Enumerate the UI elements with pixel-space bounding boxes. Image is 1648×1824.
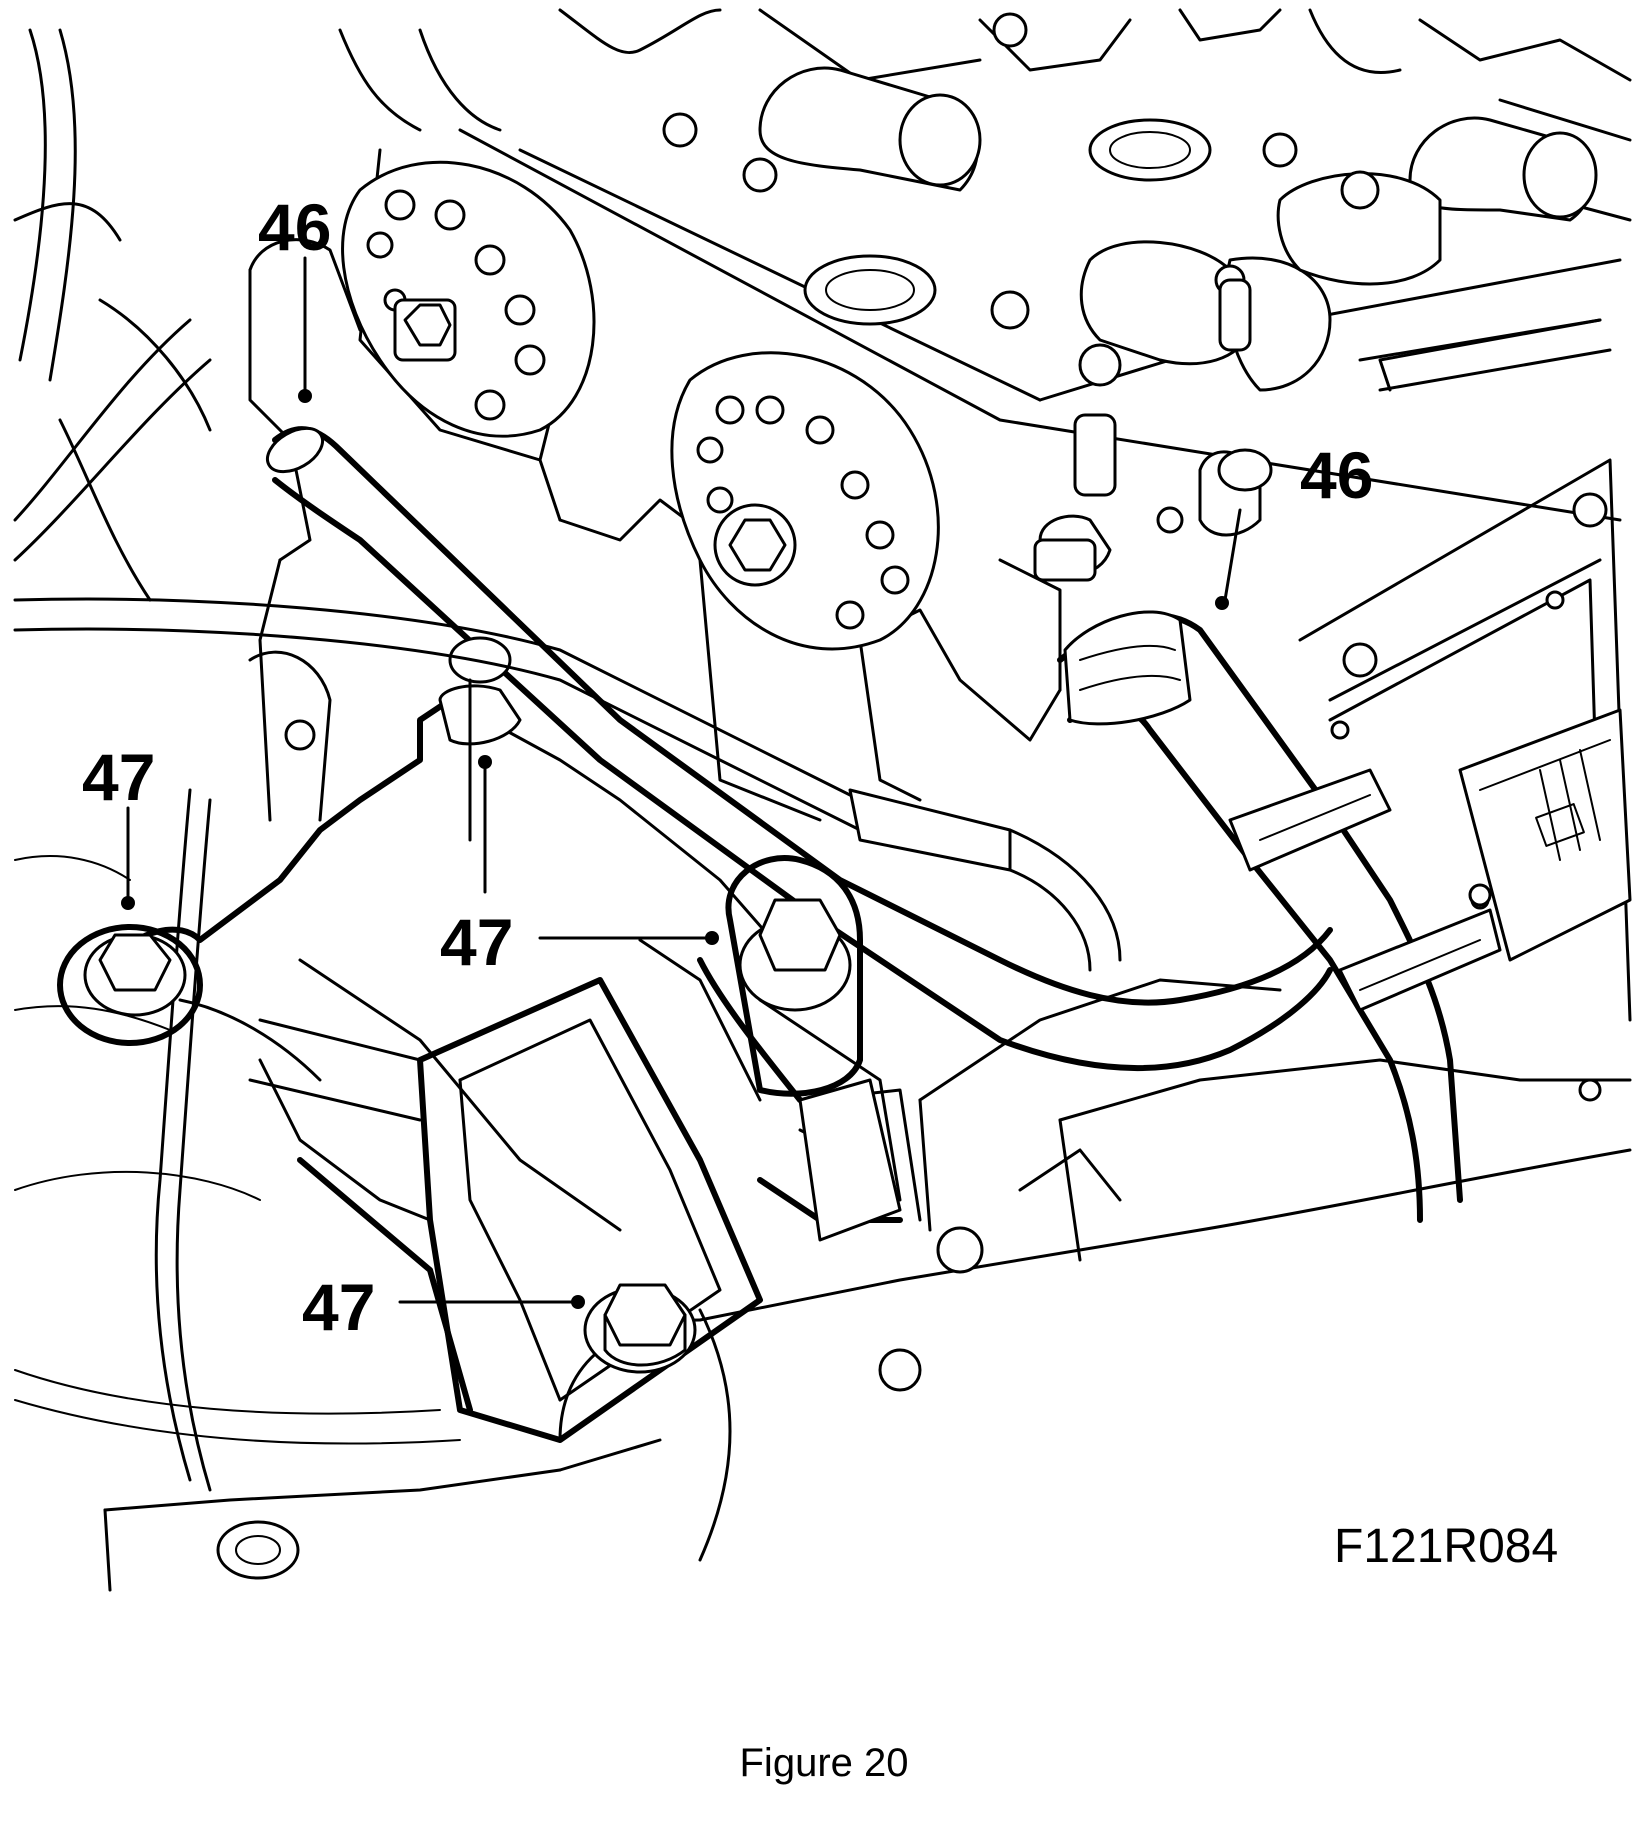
radiator-hose <box>1057 610 1502 1223</box>
cam-bolts <box>662 12 1380 534</box>
callout-47-left: 47 <box>82 740 155 814</box>
engine-mount-bracket-47 <box>107 678 922 1443</box>
callout-46-top: 46 <box>258 190 331 264</box>
engine-background-lines <box>13 8 1632 1592</box>
callout-46-right: 46 <box>1300 438 1373 512</box>
camshaft-pulley-lower <box>670 351 940 651</box>
camshaft-pulley-upper <box>341 160 596 438</box>
callout-47-bottom: 47 <box>302 1270 375 1344</box>
figure-code: F121R084 <box>1334 1520 1558 1573</box>
callout-leaders <box>121 256 1242 1309</box>
bolt-47-bottom <box>583 1283 697 1374</box>
figure-caption: Figure 20 <box>740 1741 909 1785</box>
bolt-47-middle <box>725 855 902 1242</box>
coolant-pipe-46 <box>266 426 1333 1072</box>
callout-47-middle: 47 <box>440 905 513 979</box>
wiring-cable <box>13 597 1122 1492</box>
bolt-47-left <box>57 924 203 1046</box>
